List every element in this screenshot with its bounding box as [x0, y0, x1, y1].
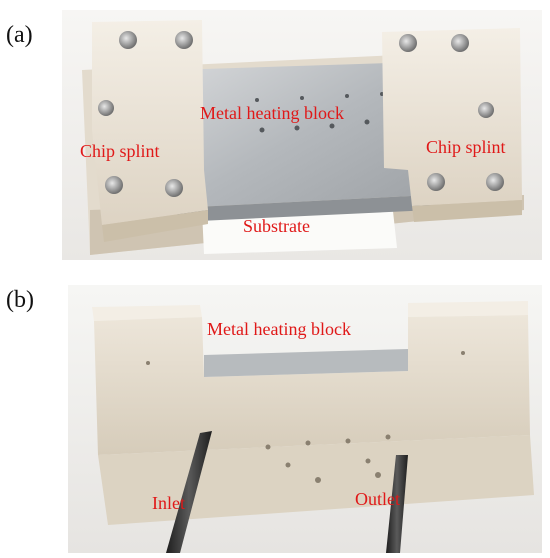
panel-label-a: (a)	[6, 22, 33, 48]
screw-icon	[98, 100, 114, 116]
fixture-side-view	[68, 285, 542, 553]
screw-icon	[478, 102, 494, 118]
annotation-chip-splint-left: Chip splint	[80, 141, 160, 161]
screw-icon	[486, 173, 504, 191]
ceramic-housing	[94, 315, 530, 455]
annotation-outlet: Outlet	[355, 489, 400, 509]
screw-icon	[105, 176, 123, 194]
photo-panel-b	[68, 285, 542, 553]
chip-splint-right	[382, 28, 522, 206]
screw-icon	[427, 173, 445, 191]
annotation-metal-heating-block-a: Metal heating block	[200, 103, 344, 123]
photo-panel-a	[62, 10, 542, 260]
annotation-inlet: Inlet	[152, 493, 185, 513]
inlet-tube	[166, 431, 212, 553]
annotation-substrate: Substrate	[243, 216, 310, 236]
outlet-tube	[386, 455, 408, 553]
screw-icon	[165, 179, 183, 197]
metal-heating-block	[204, 349, 408, 377]
screw-icon	[451, 34, 469, 52]
screws	[98, 31, 504, 197]
chip-splint-left	[92, 20, 208, 225]
annotation-metal-heating-block-b: Metal heating block	[207, 319, 351, 339]
panel-label-b: (b)	[6, 287, 34, 313]
fixture-top-view	[62, 10, 542, 260]
face-holes	[146, 351, 465, 483]
screw-icon	[175, 31, 193, 49]
screw-icon	[119, 31, 137, 49]
metal-heating-block	[172, 62, 430, 208]
annotation-chip-splint-right: Chip splint	[426, 137, 506, 157]
screw-icon	[399, 34, 417, 52]
